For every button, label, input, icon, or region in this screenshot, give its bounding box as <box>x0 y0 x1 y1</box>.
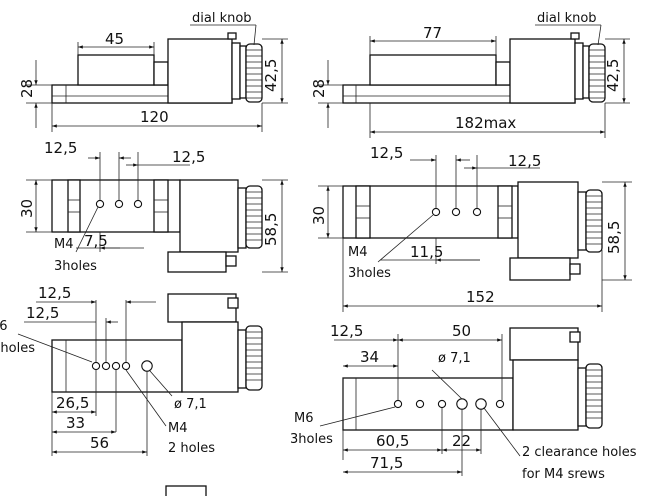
bottom-view-long-stage: 12,5 50 34 ø 7,1 M6 3holes 60,5 22 71,5 … <box>290 322 637 482</box>
dim-height-left: 28 <box>18 79 36 98</box>
diameter-label: ø 7,1 <box>174 397 207 412</box>
dim-pitch-b: 50 <box>452 322 471 340</box>
dim-height-right: 42,5 <box>604 59 622 92</box>
stage-body <box>51 293 247 393</box>
mounting-holes <box>393 398 505 410</box>
holes-count-label: 3holes <box>290 432 333 447</box>
dim-pitch-a: 12,5 <box>330 322 363 340</box>
thread-label: M4 <box>54 237 74 252</box>
mounting-holes <box>95 199 143 209</box>
bottom-view-short-stage: 12,5 12,5 M6 2 holes 26,5 33 56 ø 7,1 M4… <box>0 284 263 456</box>
small-box <box>165 485 207 496</box>
dial-knob <box>245 185 263 249</box>
dim-overall-width: 58,5 <box>262 213 280 246</box>
mounting-holes <box>431 207 482 217</box>
dim-height-left: 28 <box>310 79 328 98</box>
dim-offset-c: 34 <box>360 348 379 366</box>
dim-offset-c: 26,5 <box>56 394 89 412</box>
dim-overall-width: 58,5 <box>605 221 623 254</box>
clearance-note-line1: 2 clearance holes <box>522 445 637 460</box>
stage-body <box>342 327 587 431</box>
diameter-label: ø 7,1 <box>438 351 471 366</box>
dim-length: 77 <box>423 24 442 42</box>
thread-label: M6 <box>294 411 314 426</box>
stage-body <box>51 32 247 104</box>
dial-knob <box>245 43 263 103</box>
top-view-short-stage: 12,5 12,5 30 58,5 7,5 M4 3holes <box>18 139 288 274</box>
dial-knob-label: dial knob <box>537 11 597 26</box>
holes-count-label: 3holes <box>54 259 97 274</box>
thread2-label: M4 <box>168 421 188 436</box>
dim-height-right: 42,5 <box>262 59 280 92</box>
dim-offset-d: 33 <box>66 414 85 432</box>
dim-offset-e: 22 <box>452 432 471 450</box>
top-view-long-stage: 12,5 12,5 30 58,5 11,5 M4 3holes 152 <box>310 144 632 312</box>
dim-width: 30 <box>310 206 328 225</box>
dial-knob <box>588 43 606 103</box>
dim-hole-pitch-b: 12,5 <box>508 152 541 170</box>
clearance-note-line2: for M4 srews <box>522 467 605 482</box>
dim-hole-pitch-b: 12,5 <box>172 148 205 166</box>
dim-pitch-a: 12,5 <box>38 284 71 302</box>
dial-knob-label: dial knob <box>192 11 252 26</box>
stage-body <box>342 181 587 281</box>
holes-count-label: 3holes <box>348 266 391 281</box>
dim-offset-f: 71,5 <box>370 454 403 472</box>
dim-total-length: 182max <box>455 114 516 132</box>
mounting-holes <box>91 360 153 372</box>
thread-label: M4 <box>348 245 368 260</box>
stage-body <box>342 32 590 104</box>
dim-offset-e: 56 <box>90 434 109 452</box>
dial-knob <box>585 189 603 253</box>
dim-hole-pitch-a: 12,5 <box>44 139 77 157</box>
side-view-short-stage: dial knob 45 28 42,5 120 <box>18 11 288 132</box>
dim-length: 45 <box>105 30 124 48</box>
thread-label: M6 <box>0 319 8 334</box>
dial-knob <box>585 363 603 429</box>
dim-hole-pitch-a: 12,5 <box>370 144 403 162</box>
holes2-count-label: 2 holes <box>168 441 215 456</box>
dim-total-length: 120 <box>140 108 169 126</box>
holes-count-label: 2 holes <box>0 341 35 356</box>
dim-width: 30 <box>18 199 36 218</box>
side-view-long-stage: dial knob 77 28 42,5 182max <box>310 11 630 138</box>
dim-total-length: 152 <box>466 288 495 306</box>
dial-knob <box>245 325 263 391</box>
dim-hole-offset: 11,5 <box>410 243 443 261</box>
dim-pitch-b: 12,5 <box>26 304 59 322</box>
dim-offset-d: 60,5 <box>376 432 409 450</box>
dim-hole-offset: 7,5 <box>84 232 108 250</box>
